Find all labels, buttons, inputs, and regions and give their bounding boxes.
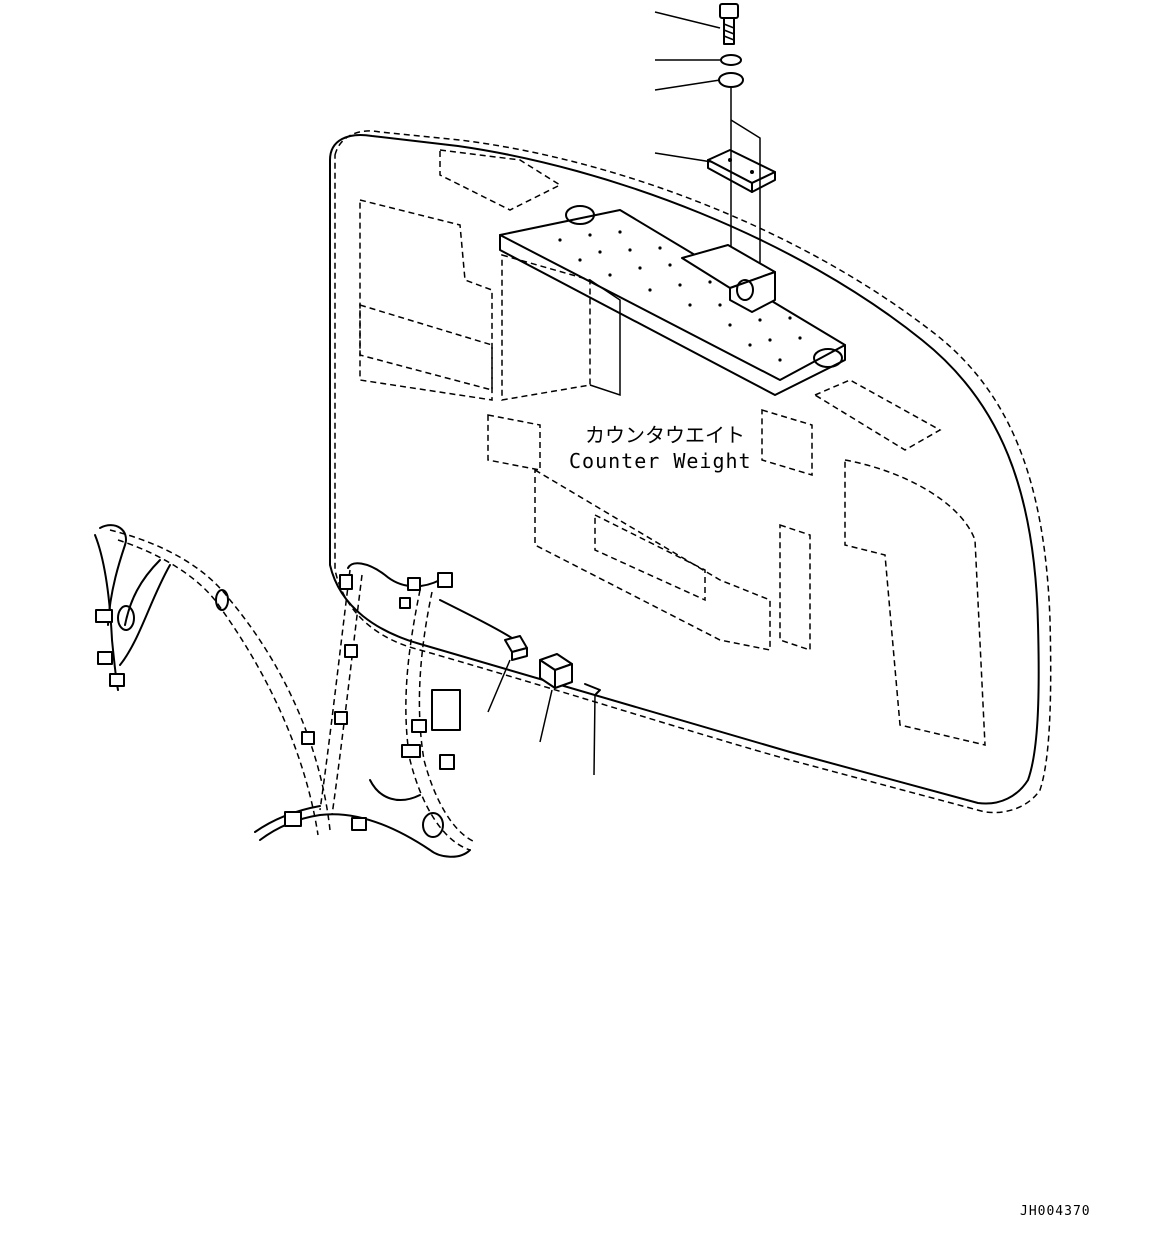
upper-window <box>439 149 562 211</box>
left-lower-recess <box>359 303 493 401</box>
lifting-hole-left <box>565 205 595 225</box>
leader-relay-bracket <box>487 659 511 713</box>
counterweight-outline <box>334 130 1052 814</box>
receiver-block <box>681 244 776 313</box>
pad-lower <box>779 523 811 652</box>
relay-parts <box>487 635 601 776</box>
clip <box>584 683 601 695</box>
top-plate-holes <box>558 230 802 362</box>
relay-bracket <box>504 635 528 661</box>
counterweight <box>329 130 1052 814</box>
label-counterweight-jp: カウンタウエイト <box>585 423 745 447</box>
leader-relay-block <box>539 689 553 743</box>
right-plate <box>813 379 942 451</box>
lower-center-recess <box>534 468 771 651</box>
wiring-harness <box>94 524 516 858</box>
slot-recess <box>594 513 706 602</box>
center-cavity <box>501 254 591 401</box>
drawing-id: JH004370 <box>1020 1204 1091 1219</box>
pad-right <box>761 408 813 477</box>
counterweight-rim <box>329 134 1040 805</box>
bracket <box>707 149 776 193</box>
label-counterweight-en: Counter Weight <box>569 449 752 473</box>
pad-left <box>487 414 541 471</box>
leader-bolt <box>654 11 721 29</box>
leader-bracket <box>654 152 713 163</box>
leader-clip <box>593 693 596 776</box>
top-plate <box>499 209 846 381</box>
fastener-stack <box>654 3 776 313</box>
flat-washer <box>718 72 744 88</box>
right-recess <box>844 459 986 746</box>
lifting-hole-right <box>813 348 843 368</box>
left-recess <box>359 199 493 391</box>
leader-flat-washer <box>654 79 721 91</box>
relay-block <box>539 653 573 689</box>
bolt <box>719 3 739 45</box>
spring-washer <box>720 54 742 66</box>
